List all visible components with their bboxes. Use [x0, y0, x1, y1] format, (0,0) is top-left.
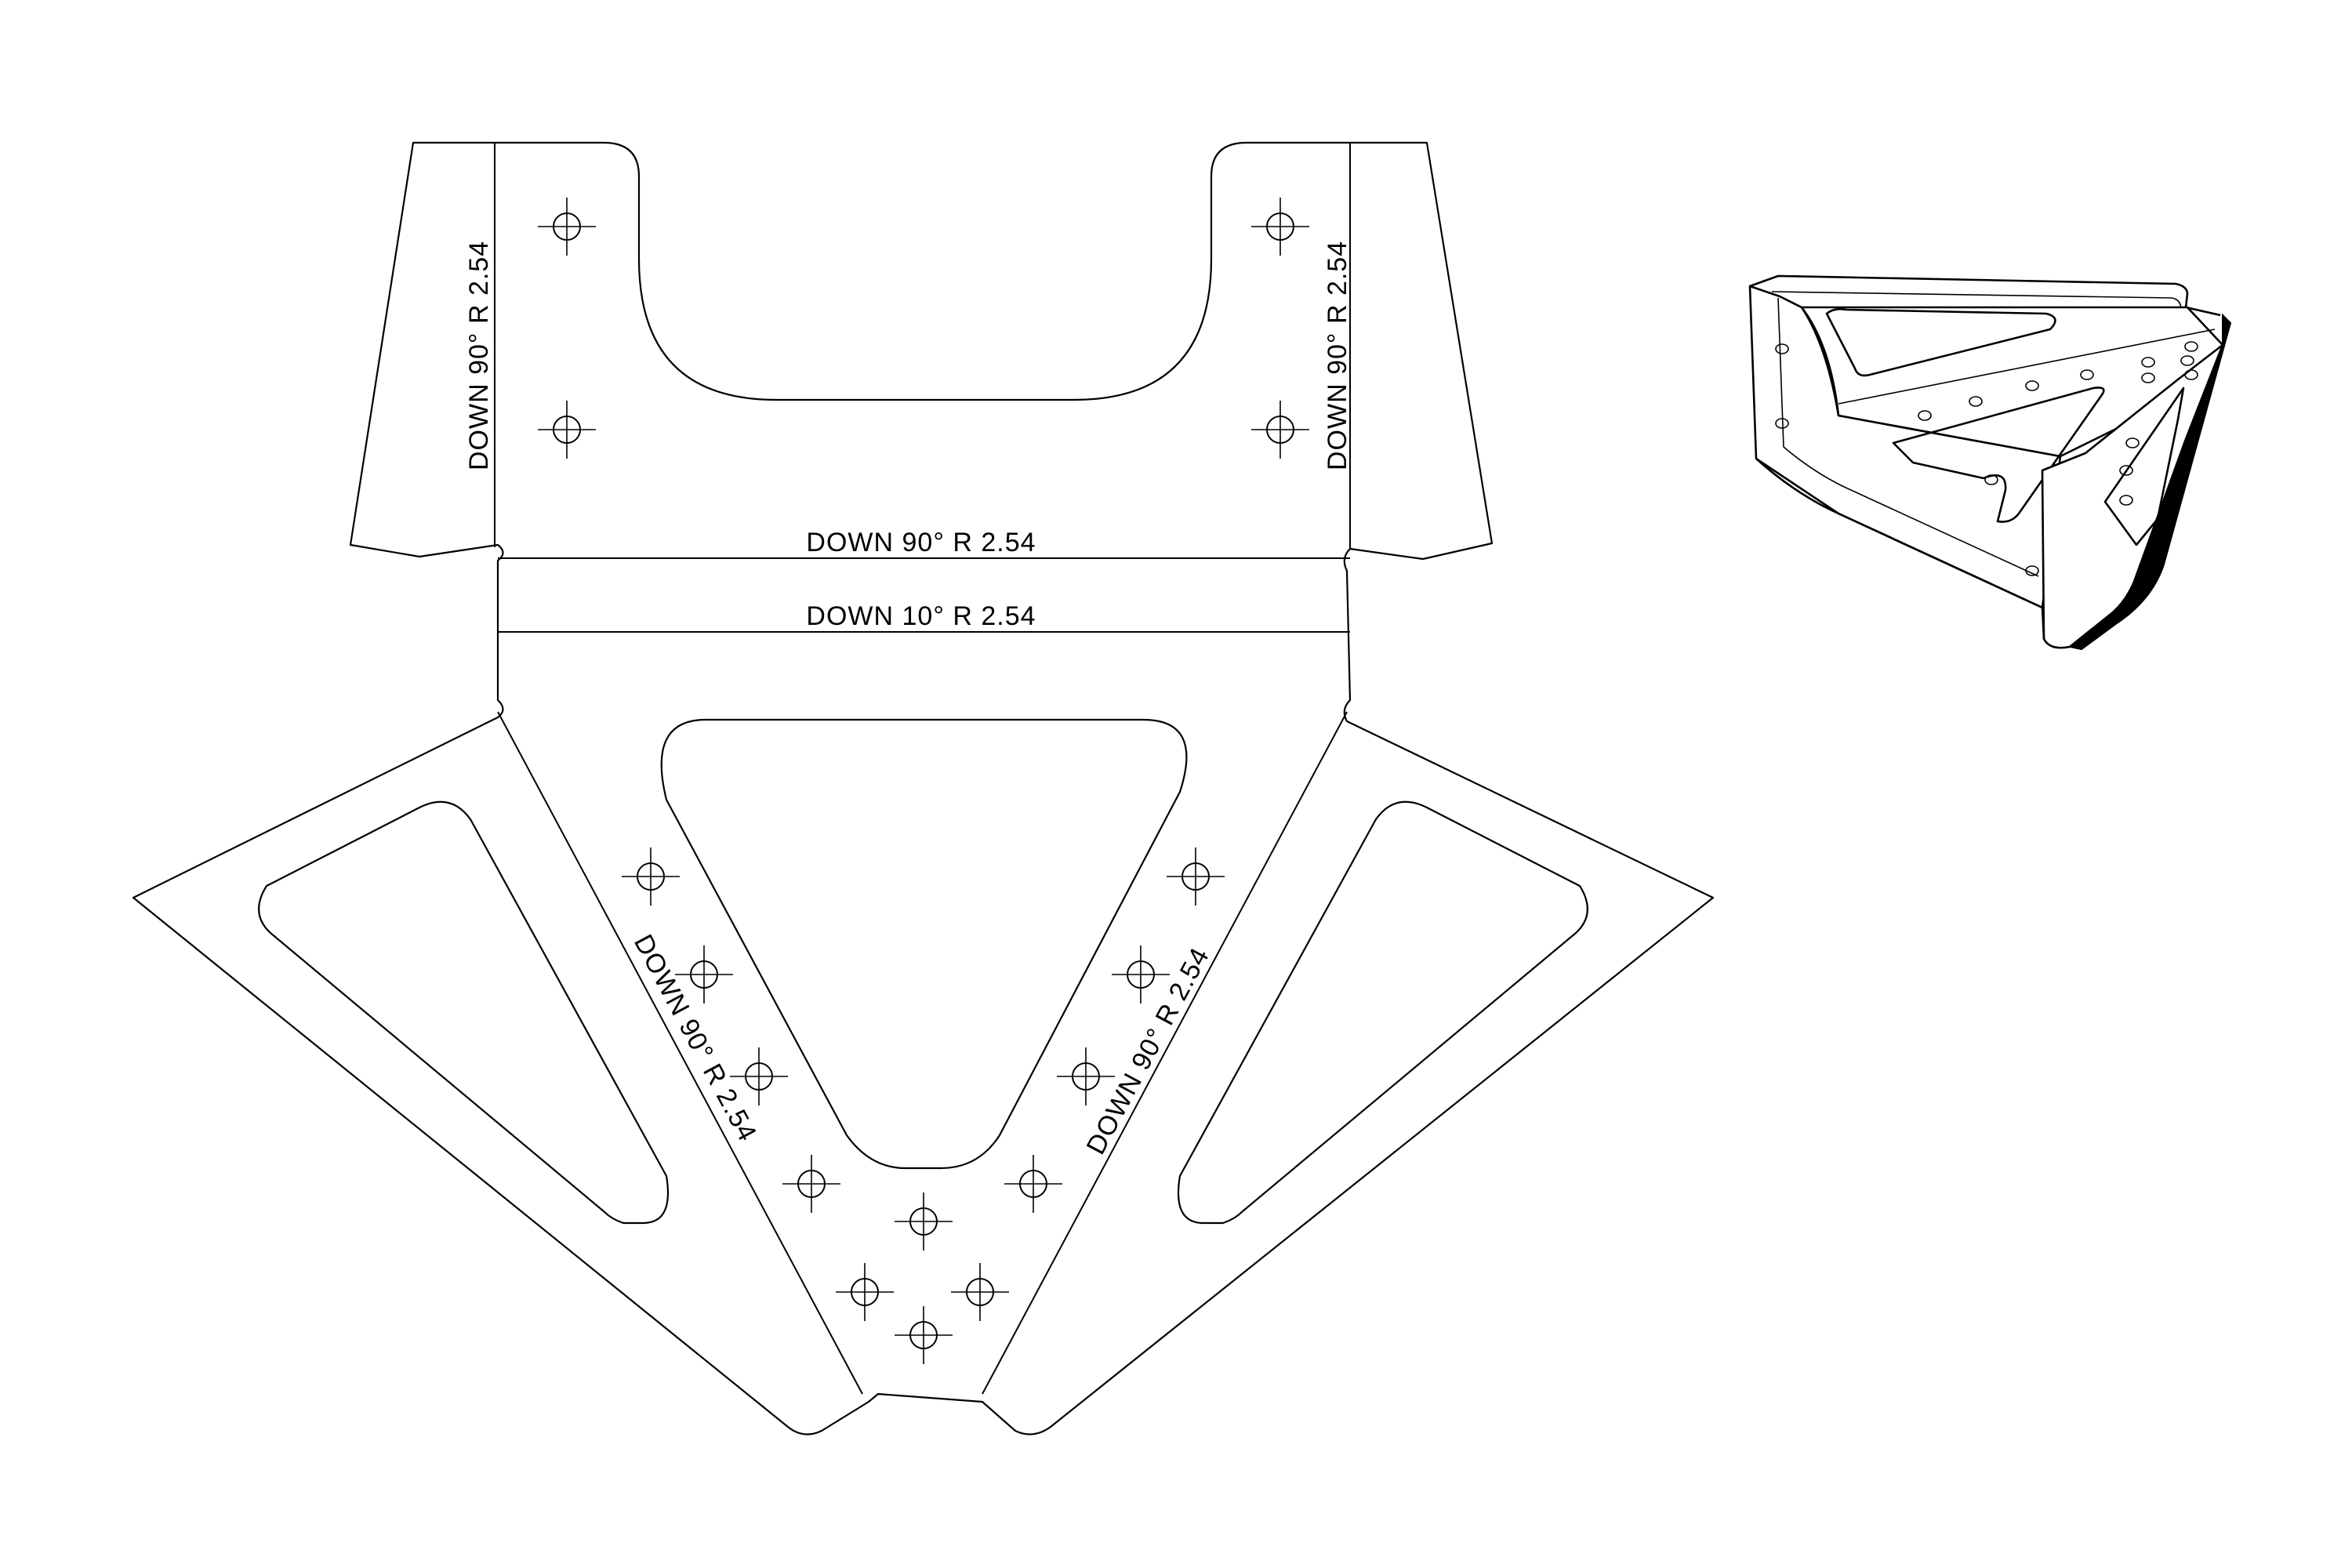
- iso-wedge-thickness: [2067, 313, 2232, 651]
- iso-wedge-slot: [2103, 387, 2185, 546]
- bend-note-horizontal-upper: DOWN 90° R 2.54: [806, 528, 1036, 557]
- bend-note-diagonal-left: DOWN 90° R 2.54: [628, 930, 763, 1146]
- iso-hole: [2180, 355, 2194, 366]
- bend-note-horizontal-lower: DOWN 10° R 2.54: [806, 601, 1036, 631]
- mounting-hole: [730, 1047, 788, 1105]
- iso-hole: [2025, 380, 2039, 391]
- iso-hole: [1775, 418, 1789, 429]
- flat-pattern-outline: [132, 141, 1715, 1436]
- mounting-hole: [782, 1155, 840, 1213]
- iso-hole: [2141, 357, 2155, 368]
- iso-left-wall-inner: [1777, 297, 2039, 577]
- mounting-hole: [1251, 198, 1309, 256]
- bend-line-diagonal-left: [497, 711, 863, 1395]
- iso-hole: [2119, 495, 2133, 506]
- flat-pattern: DOWN 90° R 2.54 DOWN 90° R 2.54 DOWN 90°…: [132, 141, 1715, 1436]
- iso-hole: [2080, 369, 2094, 380]
- iso-hole: [1775, 343, 1789, 354]
- iso-panel-fold: [1838, 328, 2216, 405]
- mounting-hole: [538, 401, 596, 459]
- left-wing-triangle-cutout: [258, 800, 670, 1225]
- iso-bottom-edge: [1755, 457, 2045, 640]
- iso-hole-set: [1775, 341, 2198, 576]
- central-triangle-cutout: [660, 718, 1188, 1170]
- iso-hole: [1984, 474, 1998, 485]
- bend-line-diagonal-right: [982, 711, 1348, 1395]
- mounting-hole: [836, 1263, 894, 1321]
- iso-lower-slot: [1892, 387, 2105, 523]
- iso-top-rim: [1749, 274, 2221, 317]
- mounting-hole: [622, 848, 680, 906]
- mounting-hole: [1004, 1155, 1062, 1213]
- iso-hole: [1969, 396, 1983, 407]
- hole-set: [538, 198, 1309, 1364]
- mounting-hole: [1057, 1047, 1115, 1105]
- bend-note-top-right: DOWN 90° R 2.54: [1323, 241, 1352, 470]
- iso-hole: [2184, 369, 2198, 380]
- iso-hole: [2125, 437, 2140, 448]
- iso-hole: [2141, 372, 2155, 383]
- bend-note-top-left: DOWN 90° R 2.54: [464, 241, 494, 470]
- mounting-hole: [1167, 848, 1225, 906]
- iso-hole: [2184, 341, 2198, 352]
- iso-hole: [2025, 565, 2039, 576]
- iso-hole: [2119, 465, 2133, 476]
- right-wing-triangle-cutout: [1177, 800, 1588, 1225]
- mounting-hole: [951, 1263, 1009, 1321]
- mounting-hole: [1251, 401, 1309, 459]
- iso-hole: [1918, 410, 1932, 421]
- iso-upper-slot: [1825, 307, 2056, 377]
- mounting-hole: [895, 1192, 953, 1250]
- isometric-view: [1748, 274, 2232, 651]
- mounting-hole: [675, 946, 733, 1004]
- mounting-hole: [538, 198, 596, 256]
- mounting-hole: [895, 1306, 953, 1364]
- mounting-hole: [1112, 946, 1170, 1004]
